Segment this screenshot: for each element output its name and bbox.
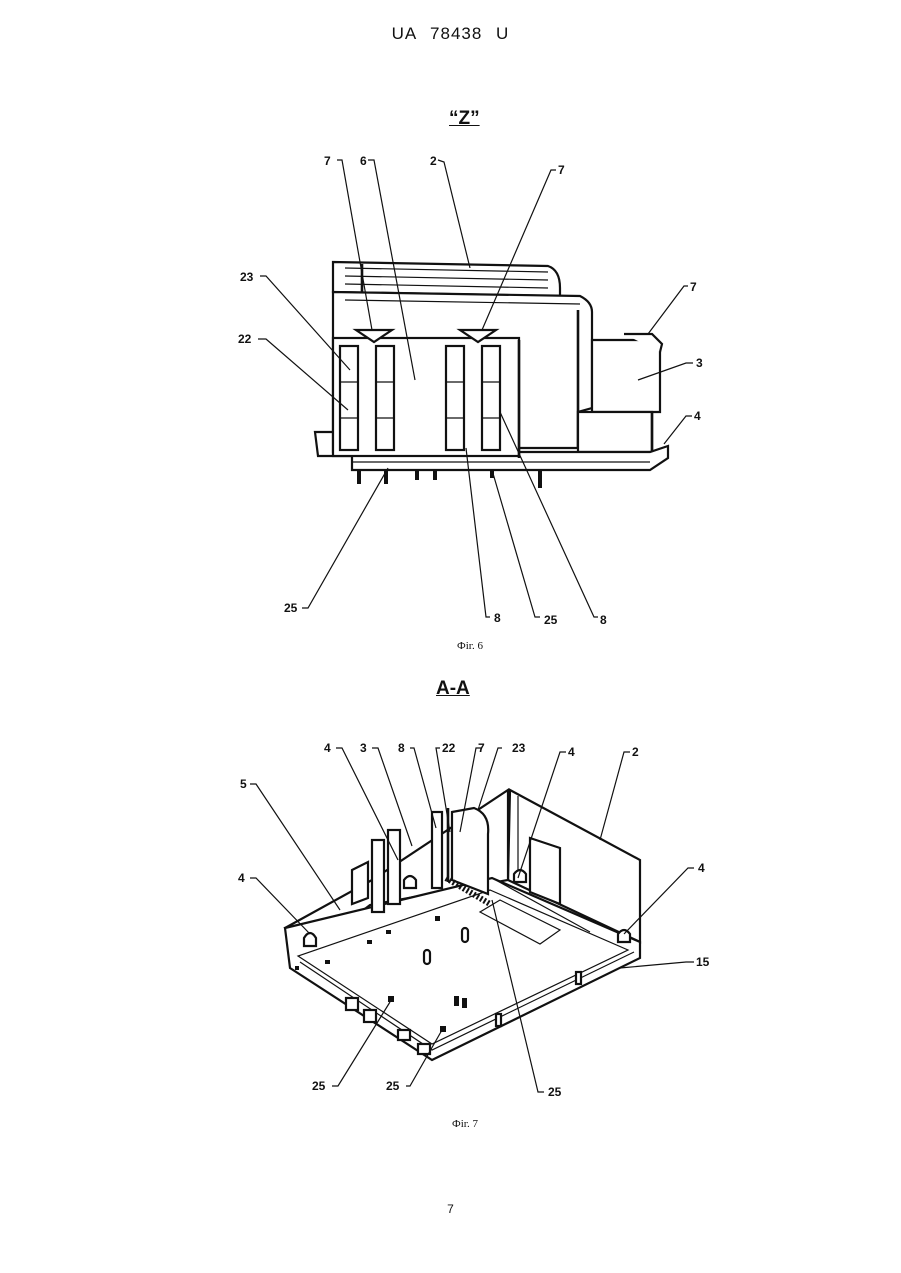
- figure6-drawing: 7 6 2 7 7 23 22 3 4 25 8 25 8: [0, 150, 901, 640]
- fig6-label-7b: 7: [558, 163, 565, 177]
- figure6-section-title: “Z”: [449, 108, 480, 130]
- fig7-label-4a: 4: [324, 741, 331, 755]
- fig6-label-8a: 8: [494, 611, 501, 625]
- figure7-caption: Фіг. 7: [452, 1118, 478, 1130]
- fig7-label-4b: 4: [568, 745, 575, 759]
- fig7-label-5: 5: [240, 777, 247, 791]
- figure6-caption: Фіг. 6: [457, 640, 483, 652]
- fig6-label-4: 4: [694, 409, 701, 423]
- fig6-label-22: 22: [238, 332, 252, 346]
- fig6-label-3: 3: [696, 356, 703, 370]
- fig7-label-3: 3: [360, 741, 367, 755]
- fig7-label-25a: 25: [312, 1079, 326, 1093]
- fig7-label-25c: 25: [548, 1085, 562, 1099]
- front-block: [333, 330, 519, 458]
- document-number-header: UA 78438 U: [0, 24, 901, 44]
- fig7-label-4d: 4: [698, 861, 705, 875]
- fig7-label-2: 2: [632, 745, 639, 759]
- fig6-label-7c: 7: [690, 280, 697, 294]
- fig7-label-7: 7: [478, 741, 485, 755]
- fig6-label-8b: 8: [600, 613, 607, 627]
- page-number: 7: [0, 1202, 901, 1216]
- fig6-label-23: 23: [240, 270, 254, 284]
- fig7-label-22: 22: [442, 741, 456, 755]
- fig7-label-4c: 4: [238, 871, 245, 885]
- fig7-label-15: 15: [696, 955, 710, 969]
- figure7-drawing: 4 3 8 22 7 23 4 2 5 4 4 15 25 25 25: [0, 740, 901, 1120]
- figure7-section-title: A-A: [436, 678, 470, 700]
- fig6-label-7a: 7: [324, 154, 331, 168]
- fig6-label-25a: 25: [284, 601, 298, 615]
- housing-rear: [333, 262, 560, 296]
- fig7-label-23: 23: [512, 741, 526, 755]
- fig7-label-25b: 25: [386, 1079, 400, 1093]
- fig6-label-6: 6: [360, 154, 367, 168]
- fig6-label-2: 2: [430, 154, 437, 168]
- fig6-label-25b: 25: [544, 613, 558, 627]
- fig7-label-8: 8: [398, 741, 405, 755]
